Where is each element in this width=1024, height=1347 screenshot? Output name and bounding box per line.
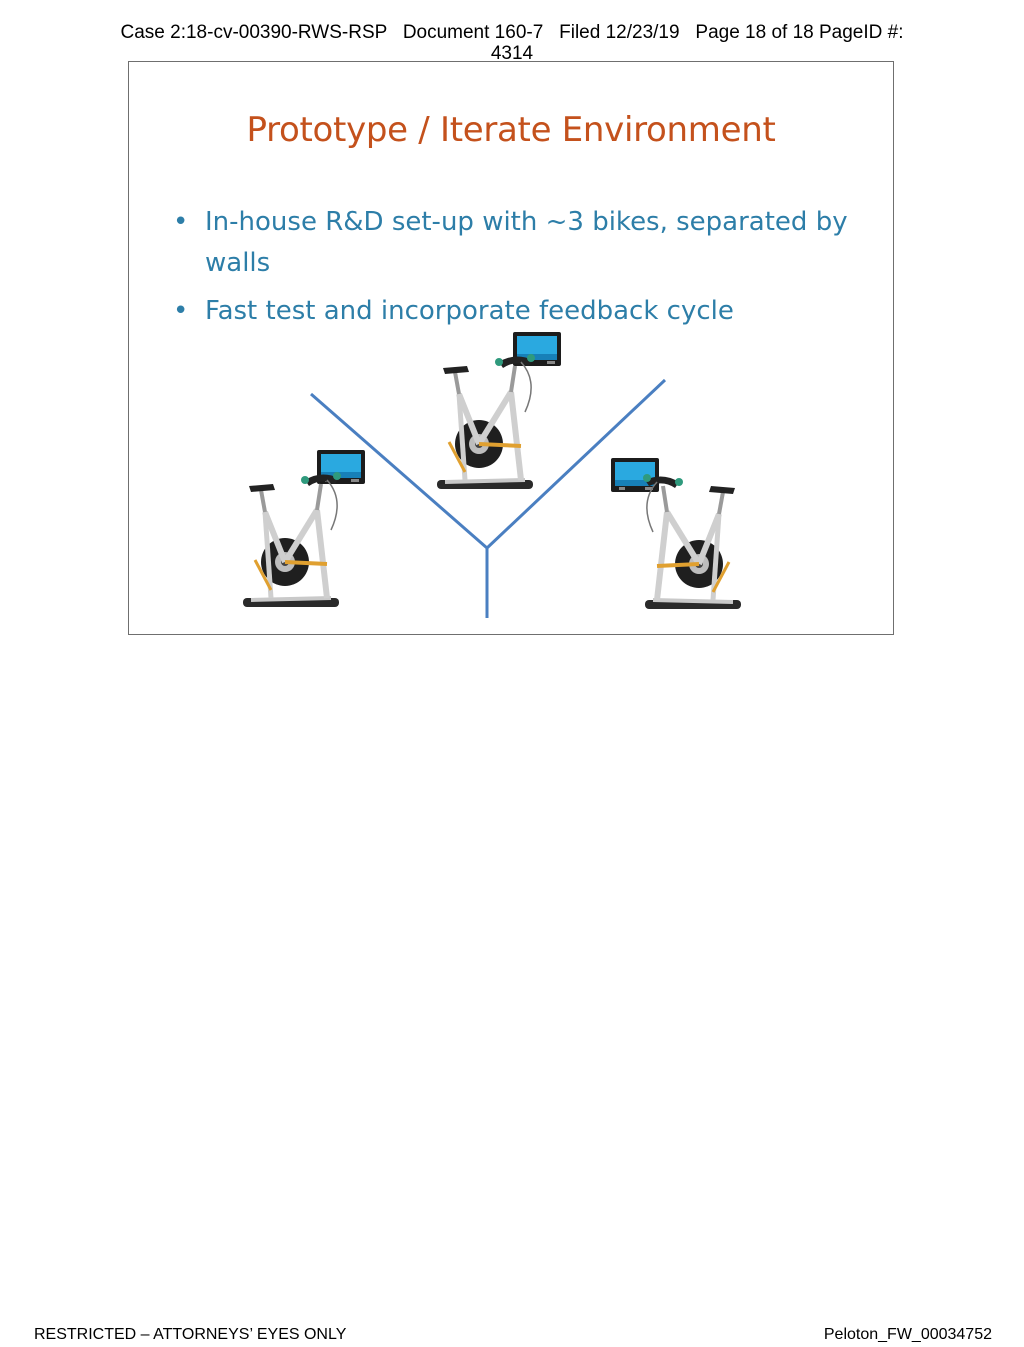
center-bike bbox=[437, 332, 561, 489]
filed-date: Filed 12/23/19 bbox=[559, 22, 680, 43]
bike-icon bbox=[243, 472, 341, 607]
bullet-text: In-house R&D set-up with ~3 bikes, separ… bbox=[205, 207, 848, 278]
bike-icon bbox=[643, 474, 741, 609]
bike-icon bbox=[437, 354, 535, 489]
bullet-item: • In-house R&D set-up with ~3 bikes, sep… bbox=[169, 202, 859, 284]
restriction-notice: RESTRICTED – ATTORNEYS’ EYES ONLY bbox=[34, 1326, 347, 1343]
bullet-item: • Fast test and incorporate feedback cyc… bbox=[169, 291, 859, 332]
slide: Prototype / Iterate Environment • In-hou… bbox=[128, 61, 894, 635]
left-bike bbox=[243, 450, 365, 607]
right-bike bbox=[611, 458, 741, 609]
case-header: Case 2:18-cv-00390-RWS-RSP Document 160-… bbox=[0, 22, 1024, 64]
page-id: 4314 bbox=[490, 43, 534, 64]
wall-left bbox=[310, 392, 488, 550]
monitor-icon bbox=[611, 458, 659, 492]
bates-number: Peloton_FW_00034752 bbox=[823, 1326, 992, 1343]
page-count: Page 18 of 18 PageID #: bbox=[695, 22, 904, 43]
slide-title: Prototype / Iterate Environment bbox=[246, 110, 776, 150]
document-number: Document 160-7 bbox=[402, 22, 544, 43]
bullet-text: Fast test and incorporate feedback cycle bbox=[205, 296, 734, 326]
case-number: Case 2:18-cv-00390-RWS-RSP bbox=[120, 22, 387, 43]
bullet-list: • In-house R&D set-up with ~3 bikes, sep… bbox=[169, 202, 859, 339]
bullet-dot-icon: • bbox=[173, 296, 189, 326]
bike-layout-diagram bbox=[129, 332, 895, 618]
wall-right bbox=[485, 378, 667, 550]
bullet-dot-icon: • bbox=[173, 207, 189, 237]
